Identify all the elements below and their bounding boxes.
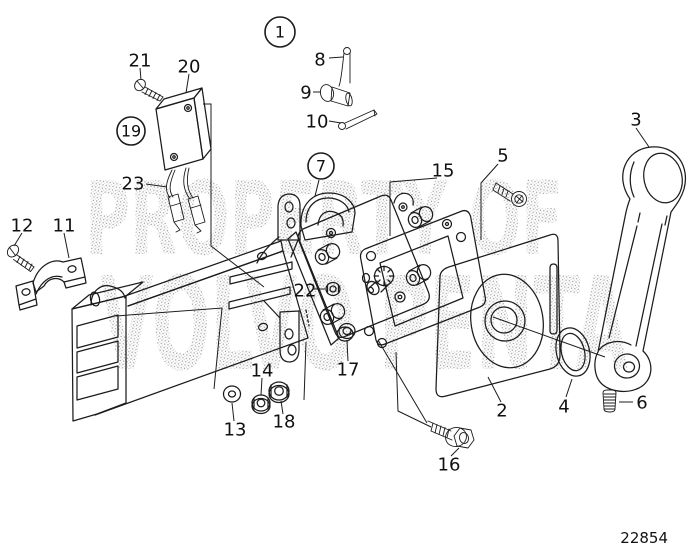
flange-plates	[256, 193, 301, 363]
o-ring	[555, 327, 591, 377]
callout-16: 16	[438, 455, 461, 476]
callout-22: 22	[294, 281, 317, 302]
callout-14: 14	[251, 361, 274, 382]
svg-text:10: 10	[306, 112, 329, 133]
svg-text:7: 7	[316, 157, 326, 176]
nut-17	[336, 322, 356, 342]
svg-text:5: 5	[497, 146, 508, 167]
callout-13: 13	[224, 420, 247, 441]
gasket-plate	[359, 209, 487, 349]
washer-13	[222, 385, 242, 403]
callout-2: 2	[496, 401, 507, 422]
leader-lines	[13, 56, 650, 457]
hex-bolt	[427, 420, 475, 449]
nut-14	[251, 394, 271, 415]
wires	[165, 167, 206, 234]
svg-text:20: 20	[178, 57, 201, 78]
callout-7: 7	[307, 152, 335, 180]
svg-text:23: 23	[122, 174, 145, 195]
mounting-bracket	[71, 240, 309, 422]
screw-21	[134, 78, 164, 102]
cable-clamp	[15, 257, 87, 311]
cover-plate	[435, 233, 561, 398]
callout-4: 4	[558, 397, 569, 418]
callout-23: 23	[122, 174, 145, 195]
cotter-pin-10	[338, 109, 378, 130]
cotter-pin-8	[338, 47, 351, 87]
svg-text:19: 19	[121, 122, 141, 141]
svg-text:17: 17	[337, 360, 360, 381]
switch-assembly	[155, 87, 212, 234]
svg-text:14: 14	[251, 361, 274, 382]
svg-text:3: 3	[630, 110, 641, 131]
svg-text:9: 9	[300, 83, 311, 104]
screw-12	[6, 244, 35, 272]
nut-22	[325, 281, 341, 297]
control-housing	[287, 192, 434, 346]
axis-line	[492, 316, 606, 358]
svg-text:18: 18	[273, 412, 296, 433]
callout-19: 19	[116, 116, 146, 146]
callout-11: 11	[53, 216, 76, 237]
svg-text:22: 22	[294, 281, 317, 302]
svg-text:4: 4	[558, 397, 569, 418]
callout-20: 20	[178, 57, 201, 78]
svg-text:11: 11	[53, 216, 76, 237]
callout-18: 18	[273, 412, 296, 433]
callout-1: 1	[264, 16, 296, 48]
svg-text:15: 15	[432, 161, 455, 182]
svg-text:21: 21	[129, 51, 152, 72]
housing-boss	[405, 263, 432, 287]
svg-text:13: 13	[224, 420, 247, 441]
control-lever	[594, 146, 686, 392]
screw-5	[492, 182, 527, 207]
svg-text:16: 16	[438, 455, 461, 476]
callout-6: 6	[636, 393, 647, 414]
svg-text:6: 6	[636, 393, 647, 414]
callout-17: 17	[337, 360, 360, 381]
drawing-number: 22854	[620, 529, 668, 547]
callout-10: 10	[306, 112, 329, 133]
callout-8: 8	[314, 50, 325, 71]
callout-5: 5	[497, 146, 508, 167]
callout-12: 12	[11, 216, 34, 237]
housing-boss	[407, 205, 434, 229]
nut-18	[268, 381, 290, 404]
svg-text:8: 8	[314, 50, 325, 71]
housing-boss	[314, 242, 341, 266]
spline-shaft	[366, 265, 395, 296]
set-screw	[602, 389, 617, 413]
clevis-pin-9	[319, 84, 353, 107]
housing-boss	[319, 302, 346, 326]
callout-21: 21	[129, 51, 152, 72]
watermark-line-2: VOLVO PENTA	[100, 250, 628, 400]
callout-3: 3	[630, 110, 641, 131]
callout-9: 9	[300, 83, 311, 104]
svg-text:1: 1	[275, 23, 285, 42]
svg-text:2: 2	[496, 401, 507, 422]
callout-15: 15	[432, 161, 455, 182]
svg-text:12: 12	[11, 216, 34, 237]
